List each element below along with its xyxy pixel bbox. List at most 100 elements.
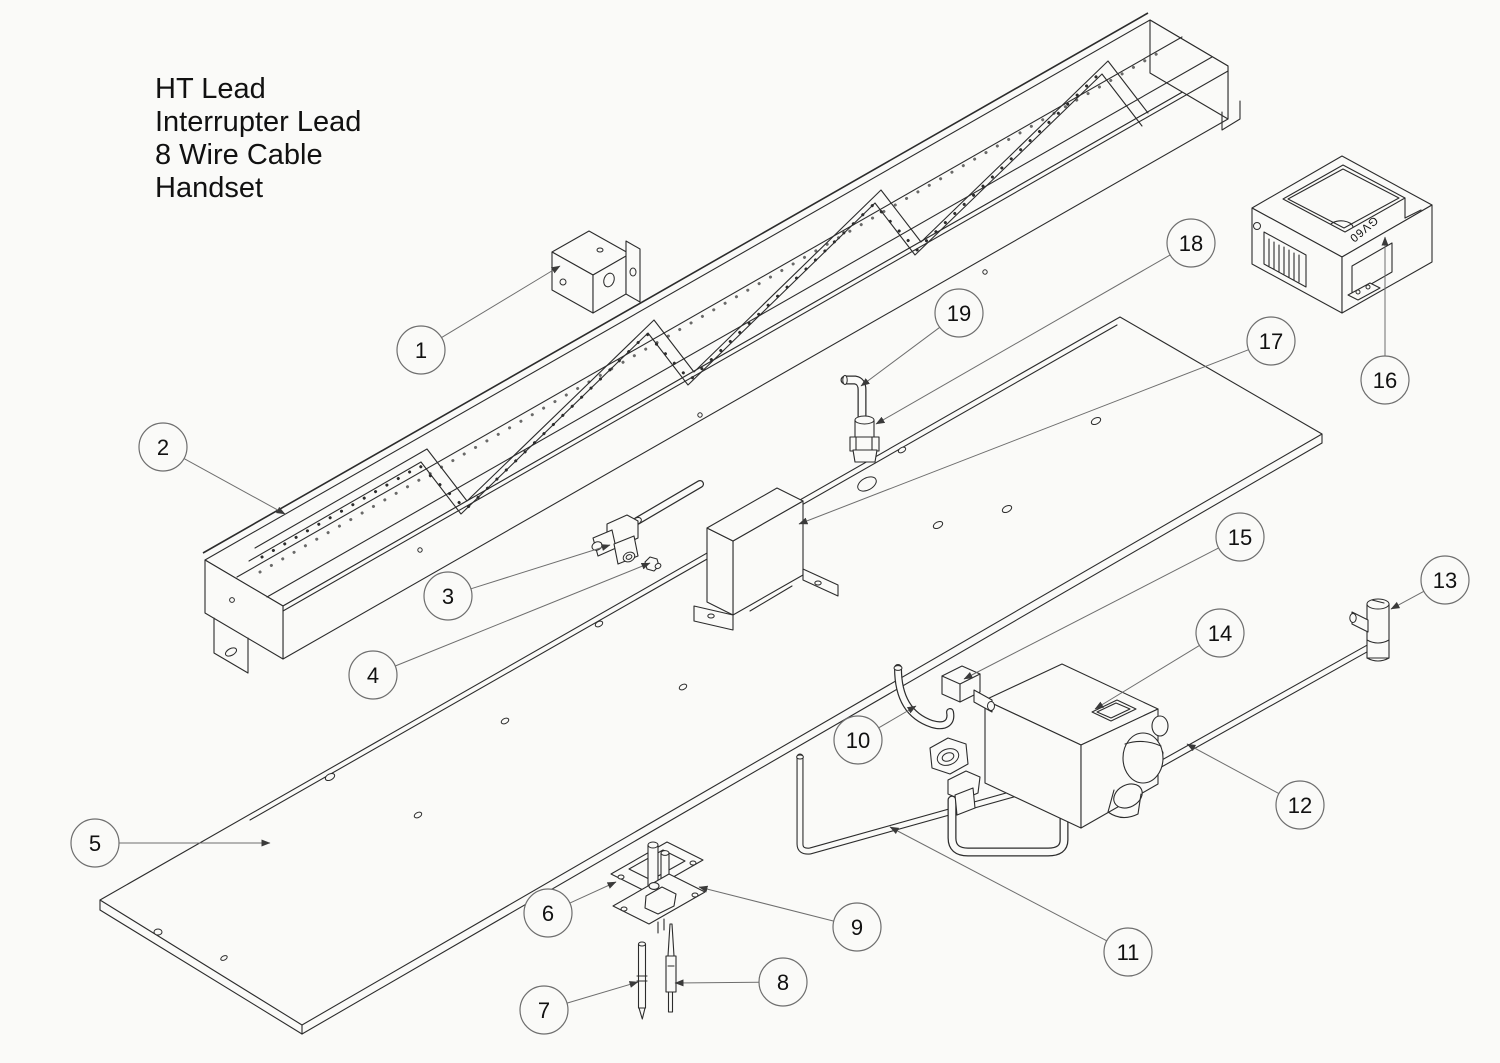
callout-2: 2 xyxy=(138,422,188,472)
ignition-electrode xyxy=(636,941,648,1020)
callout-leader-8 xyxy=(674,979,760,987)
junction-box xyxy=(551,230,641,314)
callout-number-10: 10 xyxy=(846,728,870,753)
pilot-pipe xyxy=(632,480,704,526)
callout-13: 13 xyxy=(1420,555,1470,605)
callout-leader-18 xyxy=(875,254,1171,425)
callout-1: 1 xyxy=(396,325,446,375)
test-point-elbow-pipe xyxy=(840,374,867,425)
callout-leader-13 xyxy=(1390,590,1425,610)
callout-14: 14 xyxy=(1195,608,1245,658)
callout-number-4: 4 xyxy=(367,663,379,688)
callout-number-1: 1 xyxy=(415,338,427,363)
callout-leader-10 xyxy=(878,705,917,729)
callout-circle-19 xyxy=(934,288,984,338)
cable-socket xyxy=(1351,242,1393,296)
callout-number-6: 6 xyxy=(542,901,554,926)
callout-11: 11 xyxy=(1103,927,1153,977)
callout-number-15: 15 xyxy=(1228,525,1252,550)
callout-leader-9 xyxy=(698,885,834,922)
callout-number-17: 17 xyxy=(1259,329,1283,354)
callout-6: 6 xyxy=(523,888,573,938)
base-plate xyxy=(99,316,1323,1035)
tray-mounting-feet xyxy=(213,100,1241,674)
callout-circle-1 xyxy=(396,325,446,375)
gas-valve-assembly xyxy=(893,663,1169,829)
callout-leader-1 xyxy=(441,265,561,339)
pilot-feed-elbow-pipe xyxy=(893,664,955,730)
callout-number-5: 5 xyxy=(89,831,101,856)
callout-circle-2 xyxy=(138,422,188,472)
terminal-block xyxy=(1347,282,1381,301)
callout-circle-10 xyxy=(833,715,883,765)
pilot-feed-fitting xyxy=(941,665,995,713)
callout-17: 17 xyxy=(1246,316,1296,366)
callout-leader-11 xyxy=(889,826,1107,942)
valve-inlet xyxy=(929,737,981,816)
callout-number-16: 16 xyxy=(1373,368,1397,393)
legend-line-8-wire-cable: 8 Wire Cable xyxy=(155,139,323,171)
callout-number-13: 13 xyxy=(1433,568,1457,593)
callout-number-7: 7 xyxy=(538,998,550,1023)
callout-number-12: 12 xyxy=(1288,793,1312,818)
callout-number-3: 3 xyxy=(442,584,454,609)
callout-circle-9 xyxy=(832,902,882,952)
callout-number-14: 14 xyxy=(1208,621,1232,646)
valve-loop-pipe xyxy=(947,795,1069,857)
callout-7: 7 xyxy=(519,985,569,1035)
receiver-box: GV60 xyxy=(1251,155,1433,314)
callout-number-19: 19 xyxy=(947,301,971,326)
callout-circle-5 xyxy=(70,818,120,868)
callout-15: 15 xyxy=(1215,512,1265,562)
callout-leader-15 xyxy=(963,547,1219,680)
callout-number-18: 18 xyxy=(1179,231,1203,256)
tee-fitting xyxy=(1349,598,1390,662)
wire-connector-bank xyxy=(1263,231,1307,288)
callout-leader-2 xyxy=(183,458,286,515)
callout-4: 4 xyxy=(348,650,398,700)
bent-supply-pipe xyxy=(796,749,1164,855)
callout-circle-13 xyxy=(1420,555,1470,605)
callout-leader-6 xyxy=(569,881,617,904)
legend-line-handset: Handset xyxy=(155,172,263,204)
callout-number-8: 8 xyxy=(777,970,789,995)
callout-10: 10 xyxy=(833,715,883,765)
callout-8: 8 xyxy=(758,957,808,1007)
callout-16: 16 xyxy=(1360,355,1410,405)
callout-circle-18 xyxy=(1166,218,1216,268)
callout-leaders xyxy=(119,236,1425,1004)
legend-line-ht-lead: HT Lead xyxy=(155,73,266,105)
callout-number-9: 9 xyxy=(851,915,863,940)
callout-5: 5 xyxy=(70,818,120,868)
callout-circle-16 xyxy=(1360,355,1410,405)
callout-circle-15 xyxy=(1215,512,1265,562)
callout-circle-8 xyxy=(758,957,808,1007)
callout-leader-17 xyxy=(798,349,1249,525)
callout-circle-14 xyxy=(1195,608,1245,658)
plate-holes xyxy=(153,416,1102,961)
cover-bracket xyxy=(693,487,839,631)
burner-tray xyxy=(202,12,1241,674)
callout-leader-4 xyxy=(395,562,651,667)
flame-sensor-electrode xyxy=(665,923,677,1013)
callout-12: 12 xyxy=(1275,780,1325,830)
callout-circle-12 xyxy=(1275,780,1325,830)
callout-number-11: 11 xyxy=(1117,940,1140,965)
valve-actuator xyxy=(1107,715,1169,819)
callout-circle-17 xyxy=(1246,316,1296,366)
callout-circle-6 xyxy=(523,888,573,938)
callout-leader-14 xyxy=(1094,645,1200,710)
callout-circle-7 xyxy=(519,985,569,1035)
callout-leader-12 xyxy=(1186,743,1280,795)
mounting-hole xyxy=(1253,222,1261,230)
elbow-fitting xyxy=(591,514,639,565)
callout-leader-7 xyxy=(566,981,639,1004)
callout-circle-3 xyxy=(423,571,473,621)
callout-9: 9 xyxy=(832,902,882,952)
callout-number-2: 2 xyxy=(157,435,169,460)
legend: HT Lead Interrupter Lead 8 Wire Cable Ha… xyxy=(155,73,361,204)
callout-circle-4 xyxy=(348,650,398,700)
callout-circle-11 xyxy=(1103,927,1153,977)
